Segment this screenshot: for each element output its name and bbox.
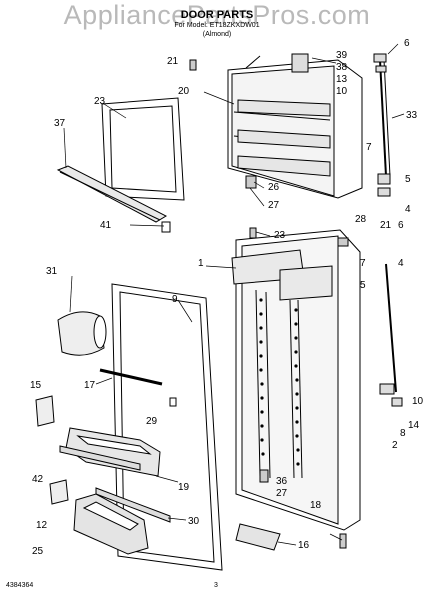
- callout-8: 8: [400, 428, 406, 439]
- callout-7-upper: 7: [366, 142, 372, 153]
- callout-41: 41: [100, 220, 112, 231]
- callout-6-lower: 6: [398, 220, 404, 231]
- egg-tray: [73, 493, 149, 555]
- callout-4-upper: 4: [405, 204, 411, 215]
- watermark: AppliancePartsPros.com: [63, 0, 371, 30]
- callout-25: 25: [32, 546, 44, 557]
- callout-6-upper: 6: [404, 38, 410, 49]
- callout-17: 18: [310, 500, 322, 511]
- callout-33: 33: [406, 110, 418, 121]
- model-number: For Model: ET18ZKXDW01: [174, 22, 260, 29]
- part-41: [161, 221, 171, 233]
- callout-23: 23: [94, 96, 106, 107]
- part-29: [169, 397, 177, 407]
- callout-39: 39: [336, 50, 348, 61]
- callout-16: 17: [84, 380, 96, 391]
- finish-label: (Almond): [202, 31, 232, 38]
- callout-27-lower: 27: [276, 488, 288, 499]
- callout-5: 5: [405, 174, 411, 185]
- dairy-door: [57, 311, 107, 356]
- callout-20: 21: [380, 220, 392, 231]
- callout-36: 36: [276, 476, 288, 487]
- callout-31: 31: [46, 266, 58, 277]
- callout-42: 42: [32, 474, 44, 485]
- callout-9: 9: [172, 294, 178, 305]
- callout-28: 28: [355, 214, 367, 225]
- part-26: [245, 175, 257, 189]
- callout-13: 13: [336, 74, 348, 85]
- callout-29: 29: [146, 416, 158, 427]
- callout-10: 10: [336, 86, 348, 97]
- fresh-food-gasket: [111, 283, 223, 571]
- callout-14: 15: [30, 380, 42, 391]
- part-28: [337, 237, 349, 247]
- part-21b: [249, 227, 257, 239]
- callout-11: 12: [36, 520, 48, 531]
- bin-trim: [59, 445, 141, 471]
- strip-30: [95, 487, 171, 523]
- part-36: [259, 469, 269, 483]
- dairy-trim: [99, 368, 163, 386]
- callout-21-lower: 23: [274, 230, 286, 241]
- callout-7-lower: 7: [360, 258, 366, 269]
- freezer-door: [227, 55, 363, 199]
- lower-hinge-rod: [379, 263, 403, 407]
- callout-15: 16: [298, 540, 310, 551]
- callout-37: 37: [54, 118, 66, 129]
- callout-26: 26: [268, 182, 280, 193]
- kick-plate: [235, 523, 281, 551]
- callout-1: 1: [198, 258, 204, 269]
- callout-2: 2: [392, 440, 398, 451]
- part-17: [339, 533, 347, 549]
- part-21a: [189, 59, 197, 71]
- leader-lines: [63, 43, 405, 546]
- upper-hinge-rod: [373, 53, 391, 197]
- freezer-gasket: [101, 97, 185, 201]
- diagram-title: DOOR PARTS: [180, 9, 254, 21]
- part-14: [35, 395, 55, 427]
- document-number: 4384364: [6, 582, 34, 589]
- page-number: 3: [214, 582, 218, 589]
- part-39: [291, 53, 309, 73]
- callout-4-lower: 4: [398, 258, 404, 269]
- part-11: [49, 479, 69, 505]
- callout-10-lower: 10: [412, 396, 424, 407]
- callout-27-upper: 27: [268, 200, 280, 211]
- callout-19: 20: [178, 86, 190, 97]
- callout-labels: 21 23 20 37 39 38 13 10 6 33 7 5 4 26 27…: [30, 38, 424, 557]
- callout-12: 14: [408, 420, 420, 431]
- callout-21-upper: 21: [167, 56, 179, 67]
- callout-38: 38: [336, 62, 348, 73]
- callout-18: 19: [178, 482, 190, 493]
- callout-30: 30: [188, 516, 200, 527]
- shelf-rail-dots: [259, 298, 300, 466]
- breaker-strip: [56, 165, 168, 223]
- callout-5-lower: 5: [360, 280, 366, 291]
